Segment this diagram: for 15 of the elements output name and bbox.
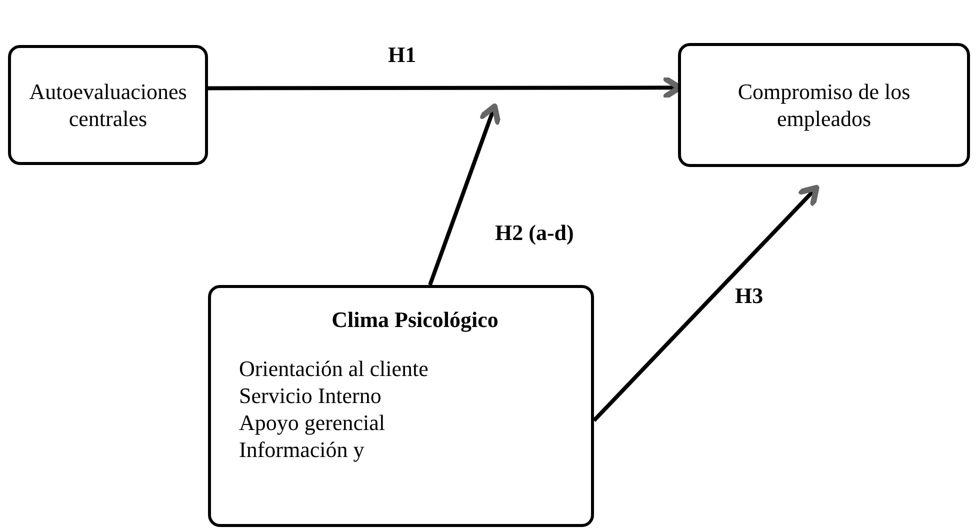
arrow [592,184,820,422]
list-item: Orientación al cliente [239,355,428,382]
edge-label: H2 (a-d) [495,220,574,246]
concept-box [678,43,970,167]
box-label: Compromiso de los empleados [736,78,912,132]
box-heading: Clima Psicológico [332,306,498,333]
list-item: Servicio Interno [239,382,382,409]
edge-label: H1 [388,42,416,68]
concept-box [208,285,594,527]
list-item: Información y [239,436,364,463]
list-item: Apoyo gerencial [239,409,385,436]
arrow [428,104,501,286]
box-label: Autoevaluaciones centrales [28,78,188,132]
concept-box [8,45,208,165]
edge-label: H3 [735,283,764,309]
